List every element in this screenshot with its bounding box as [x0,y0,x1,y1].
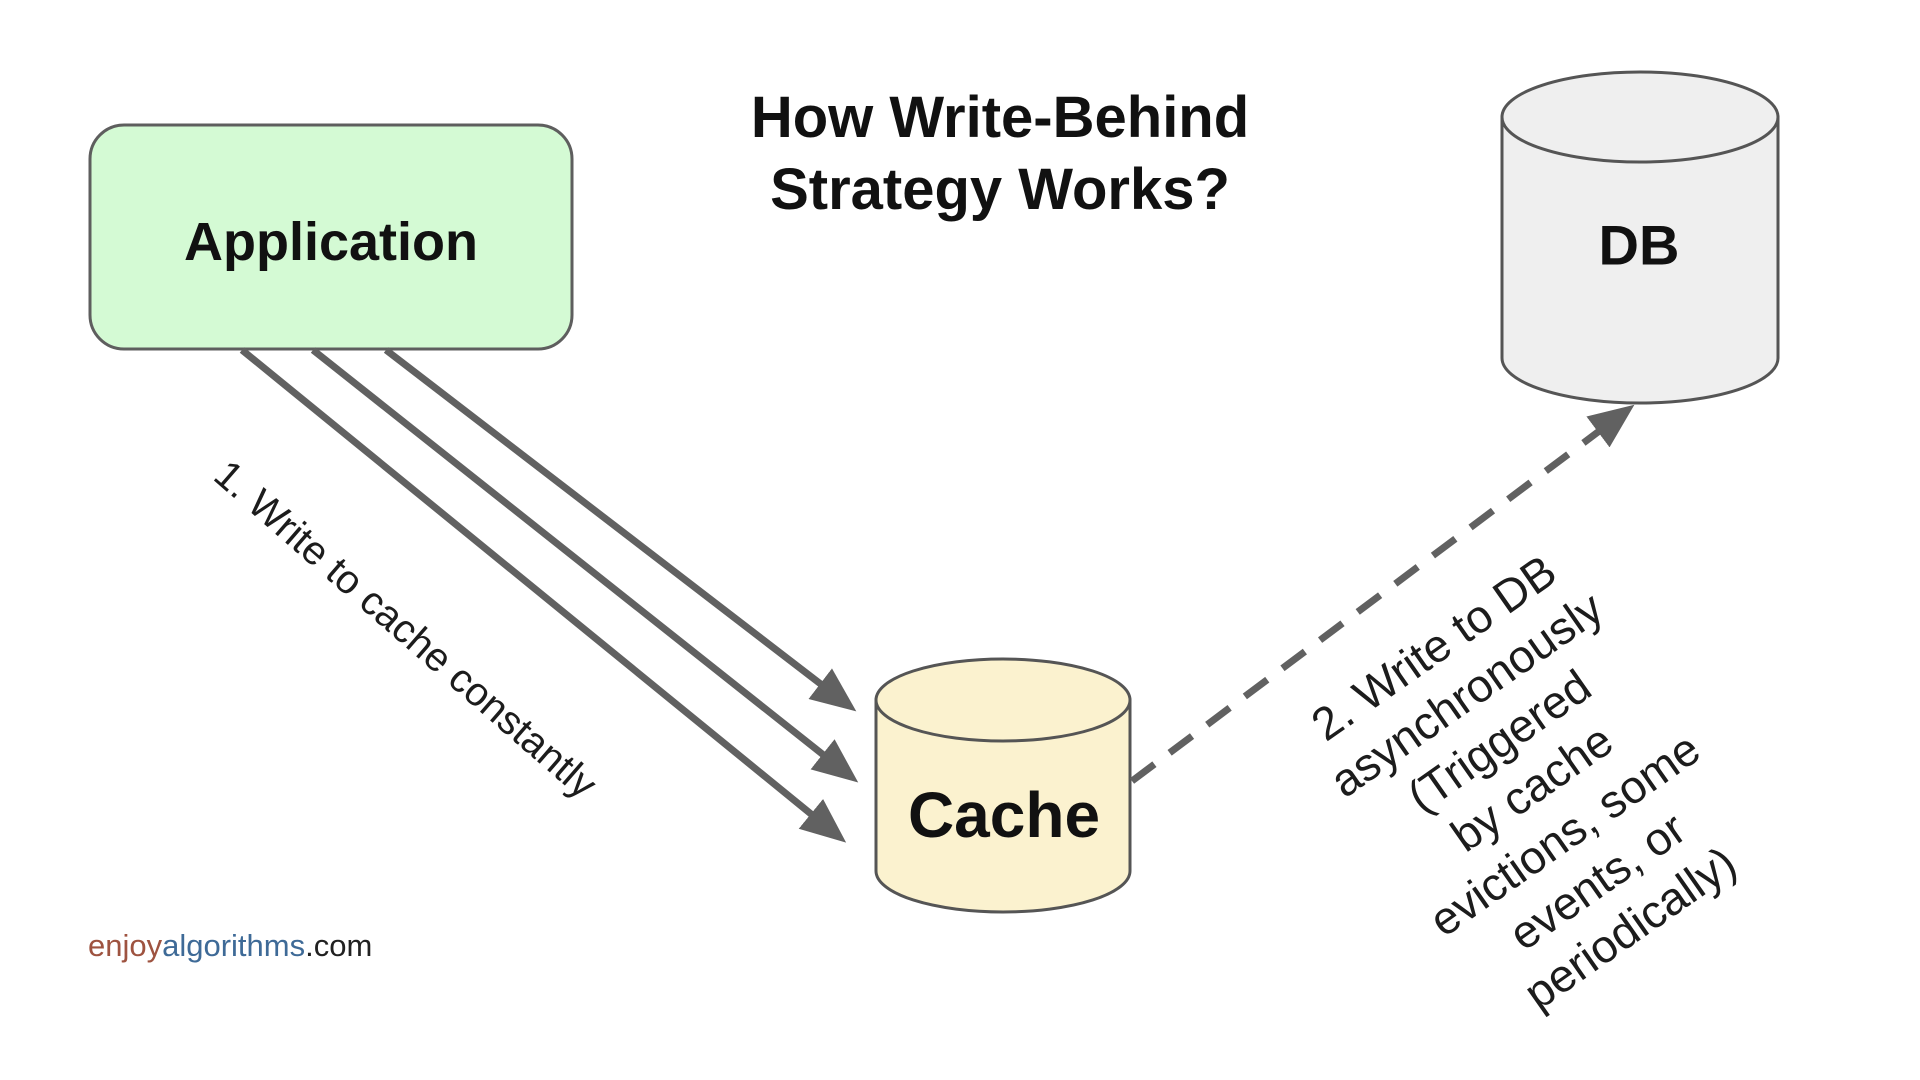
db-cylinder-body [1500,115,1780,405]
db-label: DB [1598,213,1680,277]
async-write-arrow [1129,404,1635,784]
diagram-title: How Write-Behind Strategy Works? [750,85,1250,222]
watermark-algorithms: algorithms [162,928,306,963]
db-cylinder-top [1500,70,1780,164]
write-arrow-1 [383,347,857,712]
write-arrow-3 [239,347,847,843]
watermark: enjoyalgorithms.com [88,928,372,964]
cache-label: Cache [907,779,1101,851]
write-arrow-2 [310,347,859,783]
watermark-com: .com [305,928,373,963]
watermark-enjoy: enjoy [88,928,163,963]
write-to-cache-arrows [239,347,859,843]
cache-cylinder-body [874,698,1132,914]
cache-cylinder [874,657,1132,914]
application-box [88,123,574,351]
cache-cylinder-top [874,657,1132,743]
application-label: Application [184,212,478,272]
db-cylinder [1500,70,1780,405]
